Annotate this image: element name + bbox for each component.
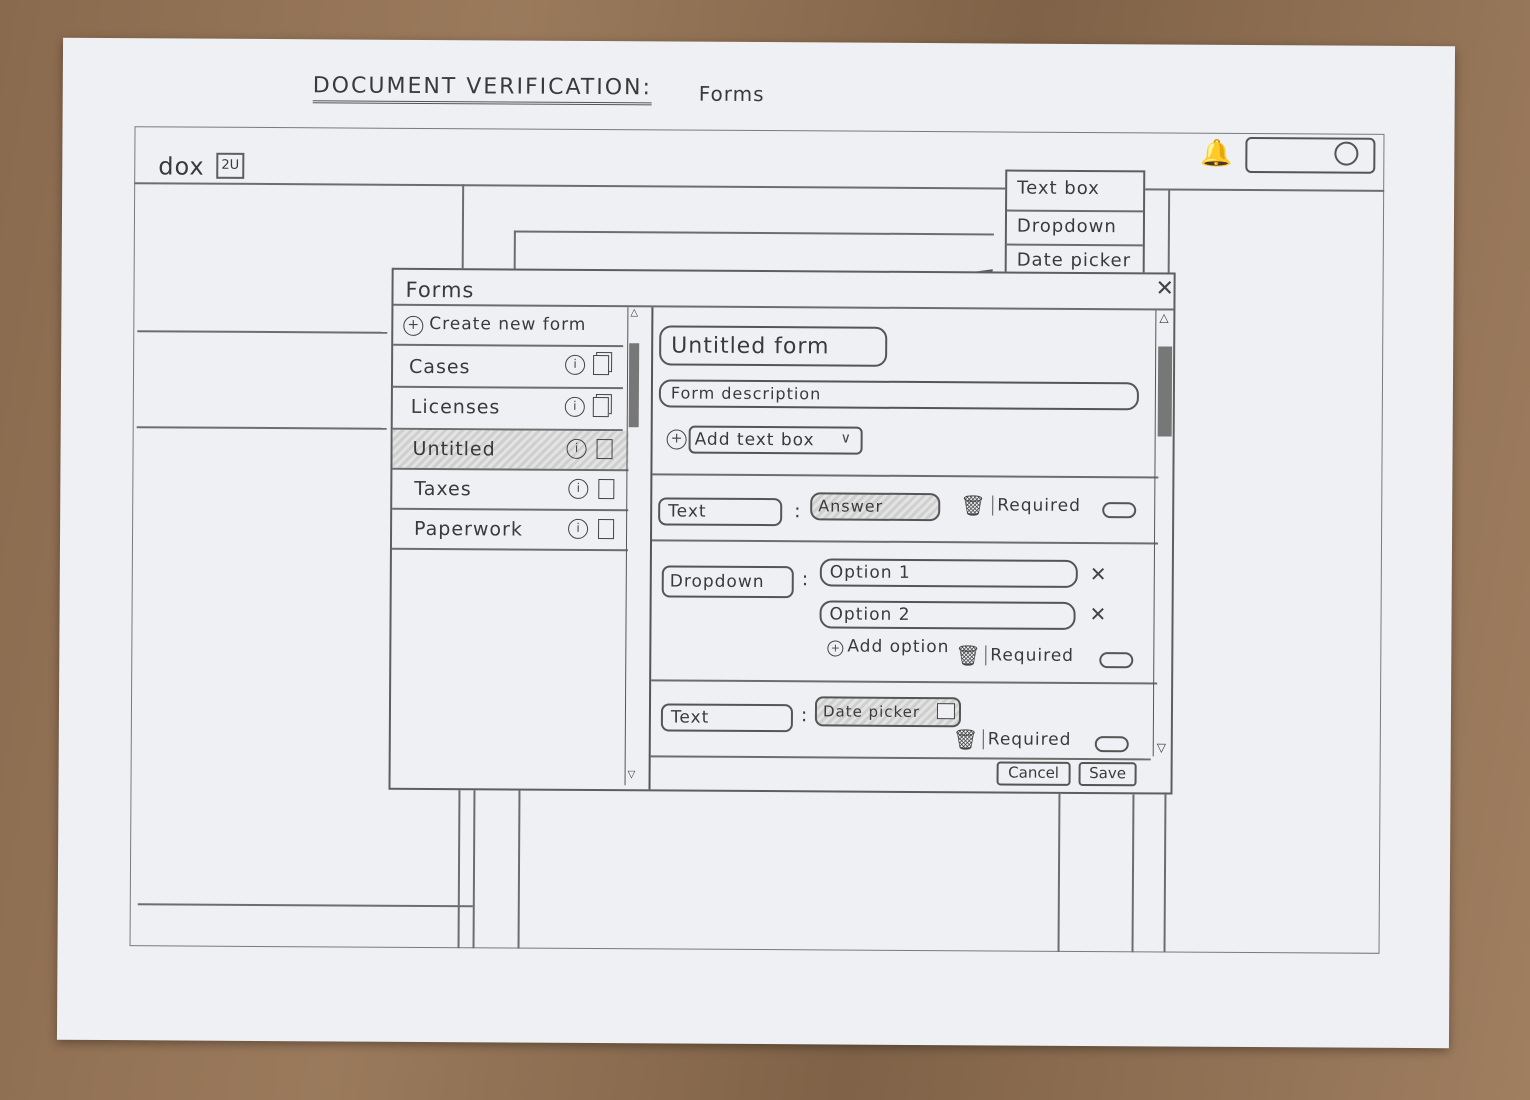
save-button[interactable]: Save <box>1078 761 1137 787</box>
option-2-text: Option 2 <box>829 604 911 625</box>
forms-dialog: Forms ✕ + Create new form Cases i Licens… <box>388 267 1176 795</box>
field-label-input[interactable]: Text <box>658 497 783 527</box>
trash-icon[interactable]: 🗑 <box>960 493 986 518</box>
menu-item-dropdown[interactable]: Dropdown <box>1016 215 1117 238</box>
add-field-control[interactable]: + Add text box ∨ <box>666 425 867 456</box>
info-icon[interactable]: i <box>568 518 589 539</box>
required-label: Required <box>982 729 1072 750</box>
colon-separator: : <box>800 704 809 727</box>
colon-separator: : <box>801 568 810 591</box>
menu-item-text-box[interactable]: Text box <box>1017 177 1100 200</box>
sidebar-scrollbar[interactable]: △ ▽ <box>624 307 643 786</box>
chevron-down-icon: ∨ <box>840 430 851 447</box>
cancel-button[interactable]: Cancel <box>996 761 1071 786</box>
answer-preview: Answer <box>810 492 941 522</box>
form-list-item-label: Licenses <box>410 395 501 419</box>
field-label-text: Text <box>668 501 707 522</box>
remove-option-icon[interactable]: ✕ <box>1089 602 1107 627</box>
option-1-input[interactable]: Option 1 <box>819 558 1078 588</box>
user-avatar-icon[interactable] <box>1334 141 1359 166</box>
option-1-text: Option 1 <box>829 562 911 583</box>
paper-sheet: DOCUMENT VERIFICATION: Forms dox 2U 🔔 Te… <box>56 37 1456 1049</box>
add-option-label: Add option <box>847 636 950 658</box>
date-picker-preview: Date picker <box>814 696 962 728</box>
answer-preview-text: Answer <box>818 496 884 516</box>
trash-icon[interactable]: 🗑 <box>952 727 979 752</box>
info-icon[interactable]: i <box>565 354 586 375</box>
form-list-item-cases[interactable]: Cases i <box>393 346 623 387</box>
plus-circle-icon: + <box>403 315 424 336</box>
option-2-input[interactable]: Option 2 <box>819 600 1076 630</box>
form-list-item-label: Taxes <box>414 477 472 501</box>
add-field-label: Add text box <box>694 429 815 451</box>
required-toggle[interactable] <box>1099 652 1134 669</box>
form-editor: Untitled form Form description + Add tex… <box>650 307 1175 792</box>
bg-line <box>513 230 516 271</box>
list-divider <box>391 547 628 551</box>
info-icon[interactable]: i <box>566 438 587 459</box>
form-list-item-label: Paperwork <box>414 517 523 541</box>
dropdown-label-text: Dropdown <box>669 571 765 593</box>
page-heading: DOCUMENT VERIFICATION: <box>312 73 653 106</box>
form-title-text: Untitled form <box>671 333 830 360</box>
form-list-item-label: Cases <box>409 355 471 379</box>
menu-item-date-picker[interactable]: Date picker <box>1016 249 1132 272</box>
editor-scrollbar[interactable]: △ ▽ <box>1152 310 1175 757</box>
copy-icon[interactable] <box>592 397 609 418</box>
date-picker-text: Date picker <box>822 702 921 722</box>
scroll-up-arrow[interactable]: △ <box>630 307 639 319</box>
close-icon[interactable]: ✕ <box>1155 276 1175 302</box>
section-divider <box>652 539 1159 544</box>
info-icon[interactable]: i <box>564 396 585 417</box>
scroll-down-arrow[interactable]: ▽ <box>1156 740 1167 755</box>
copy-icon[interactable] <box>598 479 615 500</box>
logo-badge: 2U <box>216 152 245 179</box>
info-icon[interactable]: i <box>568 478 589 499</box>
calendar-icon <box>936 703 956 720</box>
required-label: Required <box>985 645 1075 666</box>
form-description-input[interactable]: Form description <box>658 379 1139 411</box>
logo-badge-text: 2U <box>221 157 240 173</box>
menu-divider <box>1006 243 1143 246</box>
copy-icon[interactable] <box>596 439 613 460</box>
menu-divider <box>1007 209 1144 212</box>
dropdown-label-input[interactable]: Dropdown <box>661 565 794 599</box>
page-subheading: Forms <box>698 81 765 107</box>
date-label-input[interactable]: Text <box>660 703 794 733</box>
form-description-text: Form description <box>670 383 822 404</box>
dialog-title: Forms <box>405 277 475 303</box>
required-label: Required <box>992 495 1081 516</box>
form-title-input[interactable]: Untitled form <box>659 325 888 367</box>
trash-icon[interactable]: 🗑 <box>955 643 981 668</box>
create-form-button[interactable]: + Create new form <box>403 312 623 343</box>
plus-circle-icon: + <box>666 429 687 450</box>
required-toggle[interactable] <box>1094 736 1129 753</box>
plus-circle-icon: + <box>827 640 844 657</box>
bell-icon[interactable]: 🔔 <box>1200 138 1233 169</box>
form-list-item-untitled[interactable]: Untitled i <box>392 429 629 470</box>
date-label-text: Text <box>670 707 710 728</box>
field-type-menu: Text box Dropdown Date picker <box>1004 169 1146 287</box>
scrollbar-thumb[interactable] <box>1157 346 1173 437</box>
form-list-item-paperwork[interactable]: Paperwork i <box>392 510 628 549</box>
copy-icon[interactable] <box>598 519 615 540</box>
copy-icon[interactable] <box>593 355 610 376</box>
required-toggle[interactable] <box>1102 502 1137 519</box>
section-divider <box>651 679 1158 684</box>
scroll-up-arrow[interactable]: △ <box>1159 310 1169 325</box>
add-field-select[interactable]: Add text box ∨ <box>688 425 863 455</box>
scrollbar-thumb[interactable] <box>628 343 640 428</box>
footer-divider <box>650 755 1151 760</box>
create-form-label: Create new form <box>429 314 587 335</box>
scroll-down-arrow[interactable]: ▽ <box>627 769 636 781</box>
logo-text: dox <box>158 152 205 181</box>
section-divider <box>652 473 1159 478</box>
forms-sidebar: + Create new form Cases i Licenses i Unt… <box>390 305 654 790</box>
form-list-item-label: Untitled <box>412 437 496 461</box>
form-list-item-licenses[interactable]: Licenses i <box>393 388 623 429</box>
remove-option-icon[interactable]: ✕ <box>1089 562 1107 587</box>
colon-separator: : <box>794 500 802 523</box>
form-list-item-taxes[interactable]: Taxes i <box>392 470 628 509</box>
